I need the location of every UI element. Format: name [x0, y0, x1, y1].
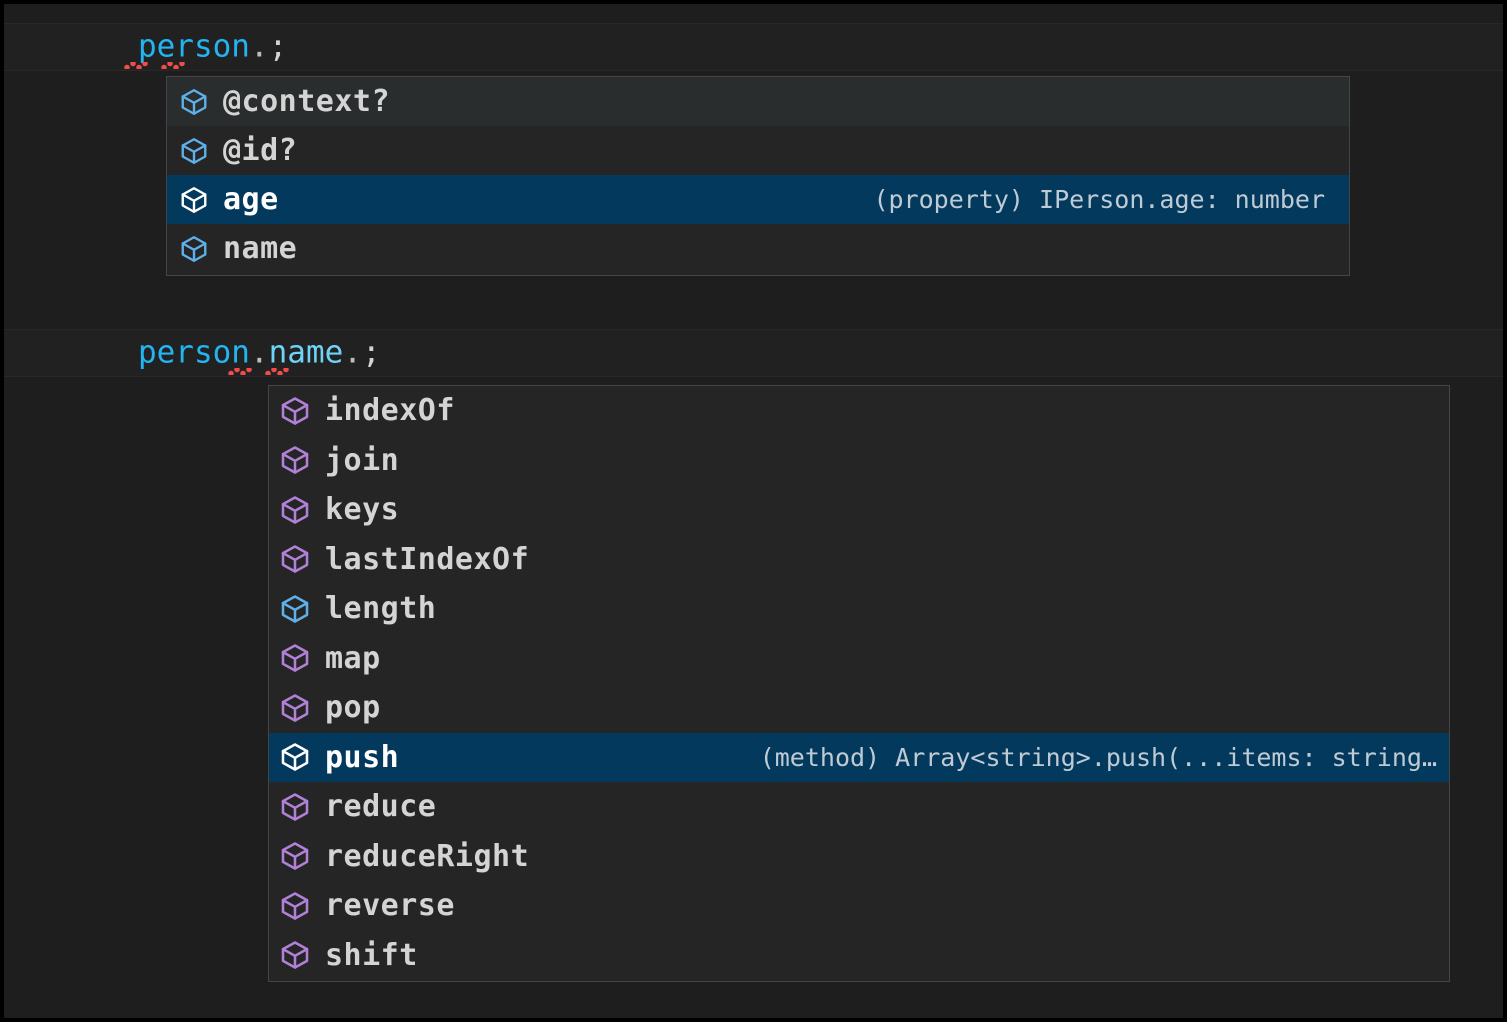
- token-dot: .: [249, 28, 269, 65]
- suggestion-item-label: lastIndexOf: [325, 541, 530, 577]
- error-squiggle-line-2-dot: [228, 368, 252, 375]
- suggestion-list-person[interactable]: @context? @id? age (property) IPerson.age: …: [166, 76, 1350, 276]
- property-cube-icon: [179, 185, 209, 215]
- suggestion-item[interactable]: map: [269, 634, 1449, 684]
- method-cube-icon: [279, 494, 311, 526]
- method-cube-icon: [279, 840, 311, 872]
- method-cube-icon: [279, 642, 311, 674]
- suggestion-item-detail: (property) IPerson.age: number: [873, 185, 1325, 214]
- suggestion-item-label: join: [325, 442, 400, 478]
- suggestion-item[interactable]: length: [269, 584, 1449, 634]
- property-cube-icon: [179, 87, 209, 117]
- suggestion-item-label: pop: [325, 690, 381, 726]
- error-squiggle-line-1-dot: [124, 62, 148, 69]
- suggestion-item[interactable]: indexOf: [269, 386, 1449, 436]
- suggestion-item-label: push: [325, 739, 400, 775]
- suggestion-item-label: name: [223, 231, 298, 266]
- suggestion-item[interactable]: lastIndexOf: [269, 535, 1449, 585]
- suggestion-item-label: indexOf: [325, 393, 455, 429]
- suggestion-item[interactable]: @context?: [167, 77, 1349, 126]
- suggestion-item-label: age: [223, 182, 279, 217]
- code-line-2[interactable]: person.name.;: [4, 329, 1503, 377]
- suggestion-item[interactable]: reduceRight: [269, 832, 1449, 882]
- suggestion-item[interactable]: @id?: [167, 126, 1349, 175]
- method-cube-icon: [279, 395, 311, 427]
- method-cube-icon: [279, 692, 311, 724]
- suggestion-item-label: reverse: [325, 888, 455, 924]
- suggestion-item[interactable]: reduce: [269, 782, 1449, 832]
- error-squiggle-line-1-semicolon: [161, 62, 185, 69]
- suggestion-item[interactable]: shift: [269, 931, 1449, 981]
- token-variable-person: person: [137, 28, 250, 65]
- token-dot-2a: .: [249, 334, 269, 371]
- property-cube-icon: [279, 593, 311, 625]
- token-dot-2b: .: [343, 334, 362, 371]
- code-editor-surface[interactable]: person.; @context? @id? age (property) IPer…: [4, 4, 1503, 1018]
- suggestion-item-label: reduce: [325, 789, 437, 825]
- suggestion-item[interactable]: join: [269, 436, 1449, 486]
- suggestion-item-label: reduceRight: [325, 838, 530, 874]
- method-cube-icon: [279, 444, 311, 476]
- suggestion-item[interactable]: push (method) Array<string>.push(...items…: [269, 732, 1449, 782]
- token-variable-person-2: person: [137, 334, 250, 371]
- code-line-1-text: person.;: [26, 4, 287, 94]
- suggestion-list-person-name[interactable]: indexOf join keys lastIndexOf length map pop pu…: [268, 385, 1450, 982]
- code-line-1[interactable]: person.;: [4, 23, 1503, 71]
- token-property-name: name: [268, 334, 344, 371]
- suggestion-item[interactable]: reverse: [269, 881, 1449, 931]
- suggestion-item-label: length: [325, 591, 437, 627]
- method-cube-icon: [279, 890, 311, 922]
- property-cube-icon: [179, 234, 209, 264]
- suggestion-item-label: map: [325, 640, 381, 676]
- suggestion-item[interactable]: age (property) IPerson.age: number: [167, 175, 1349, 224]
- method-cube-icon: [279, 939, 311, 971]
- token-semicolon: ;: [268, 28, 288, 65]
- suggestion-item-label: @id?: [223, 133, 298, 168]
- method-cube-icon: [279, 543, 311, 575]
- code-line-2-text: person.name.;: [26, 307, 381, 400]
- suggestion-item[interactable]: pop: [269, 683, 1449, 733]
- method-cube-icon: [279, 791, 311, 823]
- suggestion-item-label: @context?: [223, 84, 391, 119]
- error-squiggle-line-2-semicolon: [265, 368, 289, 375]
- suggestion-item-detail: (method) Array<string>.push(...items: st…: [759, 742, 1437, 772]
- method-cube-icon: [279, 741, 311, 773]
- suggestion-item[interactable]: name: [167, 224, 1349, 273]
- property-cube-icon: [179, 136, 209, 166]
- suggestion-item-label: keys: [325, 492, 400, 528]
- suggestion-item[interactable]: keys: [269, 485, 1449, 535]
- suggestion-item-label: shift: [325, 937, 418, 973]
- token-semicolon-2: ;: [361, 334, 381, 371]
